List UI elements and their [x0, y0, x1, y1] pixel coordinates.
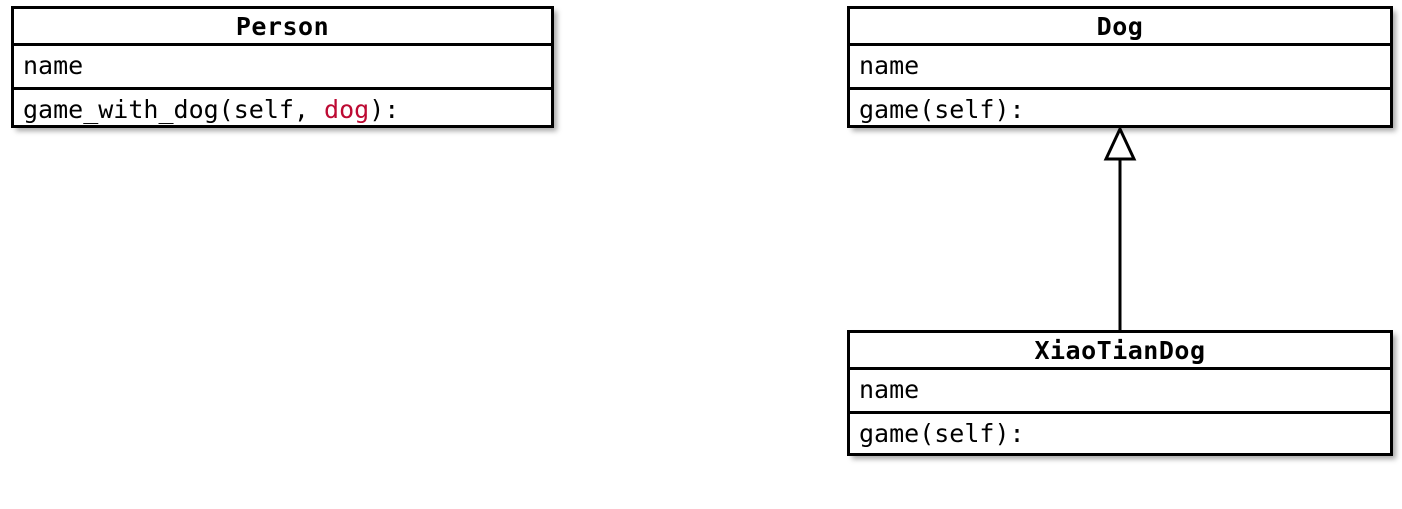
- class-name-person: Person: [14, 9, 551, 46]
- uml-class-xiaotiandog[interactable]: XiaoTianDog name game(self):: [847, 330, 1393, 456]
- class-method-dog-game: game(self):: [850, 87, 1390, 128]
- class-method-person-game-with-dog: game_with_dog(self, dog):: [14, 87, 551, 128]
- class-attribute-xiaotiandog-name: name: [859, 375, 920, 404]
- class-name-dog: Dog: [850, 9, 1390, 46]
- hollow-triangle-arrowhead-icon: [1103, 126, 1137, 161]
- method-param-dog: dog: [324, 95, 370, 124]
- generalization-connector-xiaotiandog-to-dog[interactable]: [1094, 126, 1148, 334]
- class-method-xiaotiandog-game: game(self):: [850, 411, 1390, 452]
- class-name-xiaotiandog: XiaoTianDog: [850, 333, 1390, 370]
- class-attribute-person-name: name: [23, 51, 84, 80]
- method-text-segment: game_with_dog(self,: [23, 95, 325, 124]
- method-text-segment: ):: [369, 95, 400, 124]
- uml-class-person[interactable]: Person name game_with_dog(self, dog):: [11, 6, 554, 128]
- class-attribute-dog-name: name: [859, 51, 920, 80]
- uml-class-dog[interactable]: Dog name game(self):: [847, 6, 1393, 128]
